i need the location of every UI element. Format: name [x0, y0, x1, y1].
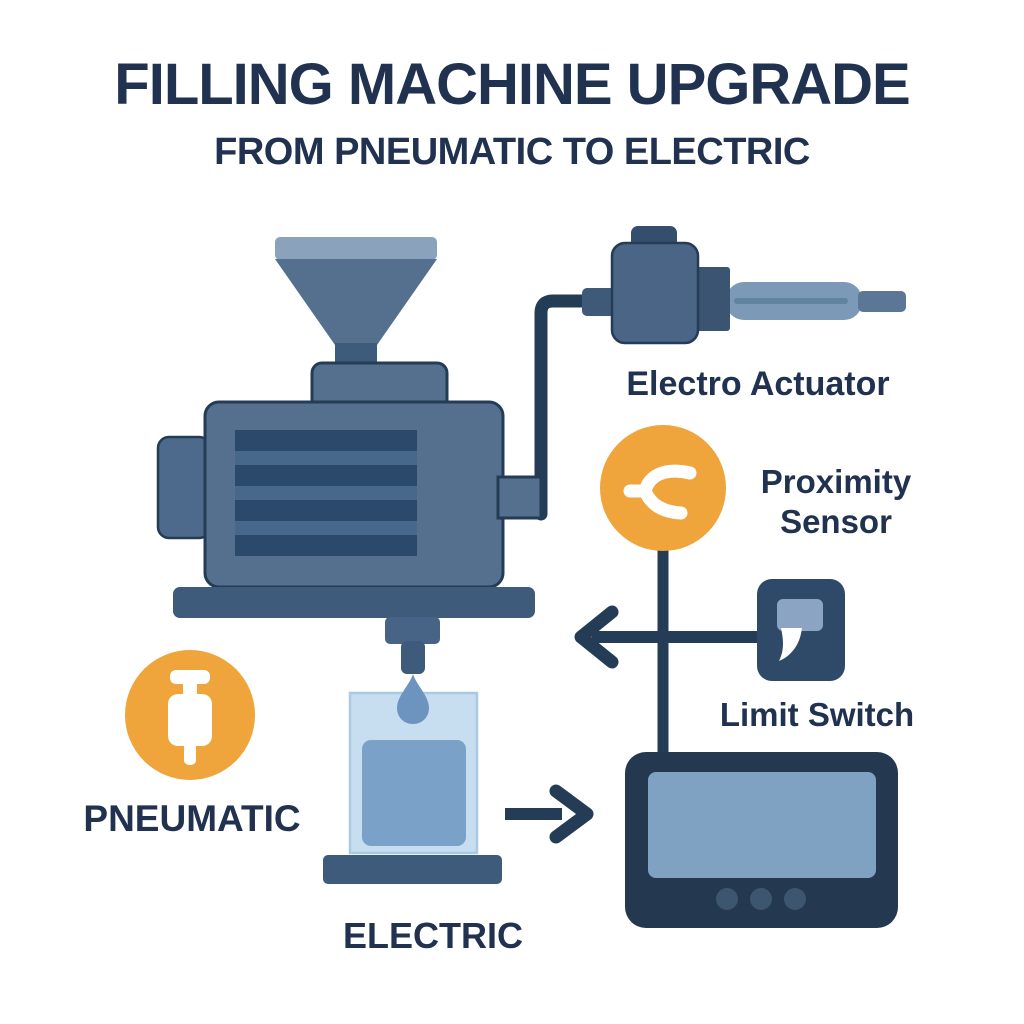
machine-vent-slats: [235, 430, 417, 556]
control-panel-button: [750, 888, 772, 910]
machine-base: [173, 587, 535, 618]
pneumatic-cylinder-icon: [168, 670, 212, 765]
actuator-mount-stub: [582, 288, 618, 316]
limit-switch-flag-icon: [777, 599, 823, 661]
machine-side-block: [156, 435, 212, 540]
label-electro-actuator: Electro Actuator: [626, 365, 890, 403]
container-base: [323, 855, 502, 884]
machine-funnel-neck: [335, 343, 377, 365]
control-panel-button: [784, 888, 806, 910]
proximity-sensor-icon: [623, 464, 697, 520]
limit-switch: [757, 579, 845, 681]
fill-container: [323, 674, 502, 884]
electro-actuator: [582, 226, 906, 345]
liquid-droplet-icon: [397, 674, 429, 724]
label-proximity-line2: Sensor: [780, 503, 892, 540]
pneumatic-badge: [125, 650, 255, 780]
proximity-sensor-circle: [600, 425, 726, 551]
flow-arrow-right: [505, 784, 594, 844]
nozzle: [401, 641, 425, 674]
page-title: FILLING MACHINE UPGRADE: [114, 52, 910, 117]
actuator-flange: [696, 267, 730, 331]
control-panel-screen: [648, 772, 876, 878]
page-subtitle: FROM PNEUMATIC TO ELECTRIC: [214, 131, 810, 173]
label-electric: ELECTRIC: [343, 915, 523, 956]
limit-switch-arrow: [574, 605, 758, 669]
control-panel-button: [716, 888, 738, 910]
label-proximity-sensor: Proximity Sensor: [736, 462, 936, 542]
filling-machine: [156, 237, 543, 674]
machine-outlet-arm: [496, 475, 543, 520]
container-liquid: [362, 740, 466, 846]
label-limit-switch: Limit Switch: [719, 696, 915, 733]
machine-hopper-funnel: [275, 259, 437, 345]
actuator-body: [610, 241, 700, 345]
label-pneumatic: PNEUMATIC: [83, 798, 301, 839]
machine-hopper-lid: [275, 237, 437, 260]
label-proximity-line1: Proximity: [760, 463, 912, 500]
supply-pipe: [534, 294, 592, 521]
control-panel: [625, 752, 898, 928]
actuator-rod-tip: [858, 291, 906, 312]
proximity-sensor-badge: [600, 425, 726, 551]
nozzle-mount: [385, 617, 440, 644]
